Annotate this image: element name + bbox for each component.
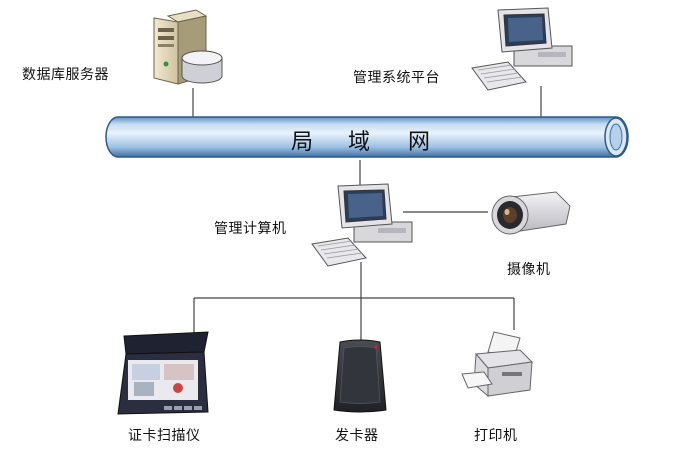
database-server-icon [153, 9, 223, 85]
lan-pipe [105, 116, 629, 158]
printer-icon [461, 331, 534, 398]
camera-icon [491, 191, 571, 235]
id-scanner-icon [117, 331, 209, 415]
mgmt-platform-label: 管理系统平台 [353, 70, 440, 86]
db-server-label: 数据库服务器 [22, 67, 109, 83]
printer-label: 打印机 [474, 428, 518, 444]
platform-computer-icon [471, 7, 573, 91]
camera-label: 摄像机 [507, 262, 551, 278]
id-scanner-label: 证卡扫描仪 [128, 428, 201, 444]
mgmt-computer-label: 管理计算机 [214, 221, 287, 237]
lan-label-3: 网 [408, 130, 431, 155]
management-computer-icon [311, 183, 413, 267]
lan-label-2: 域 [348, 130, 371, 155]
lan-label-1: 局 [291, 130, 314, 155]
card-issuer-label: 发卡器 [335, 428, 379, 444]
card-issuer-icon [333, 339, 387, 413]
